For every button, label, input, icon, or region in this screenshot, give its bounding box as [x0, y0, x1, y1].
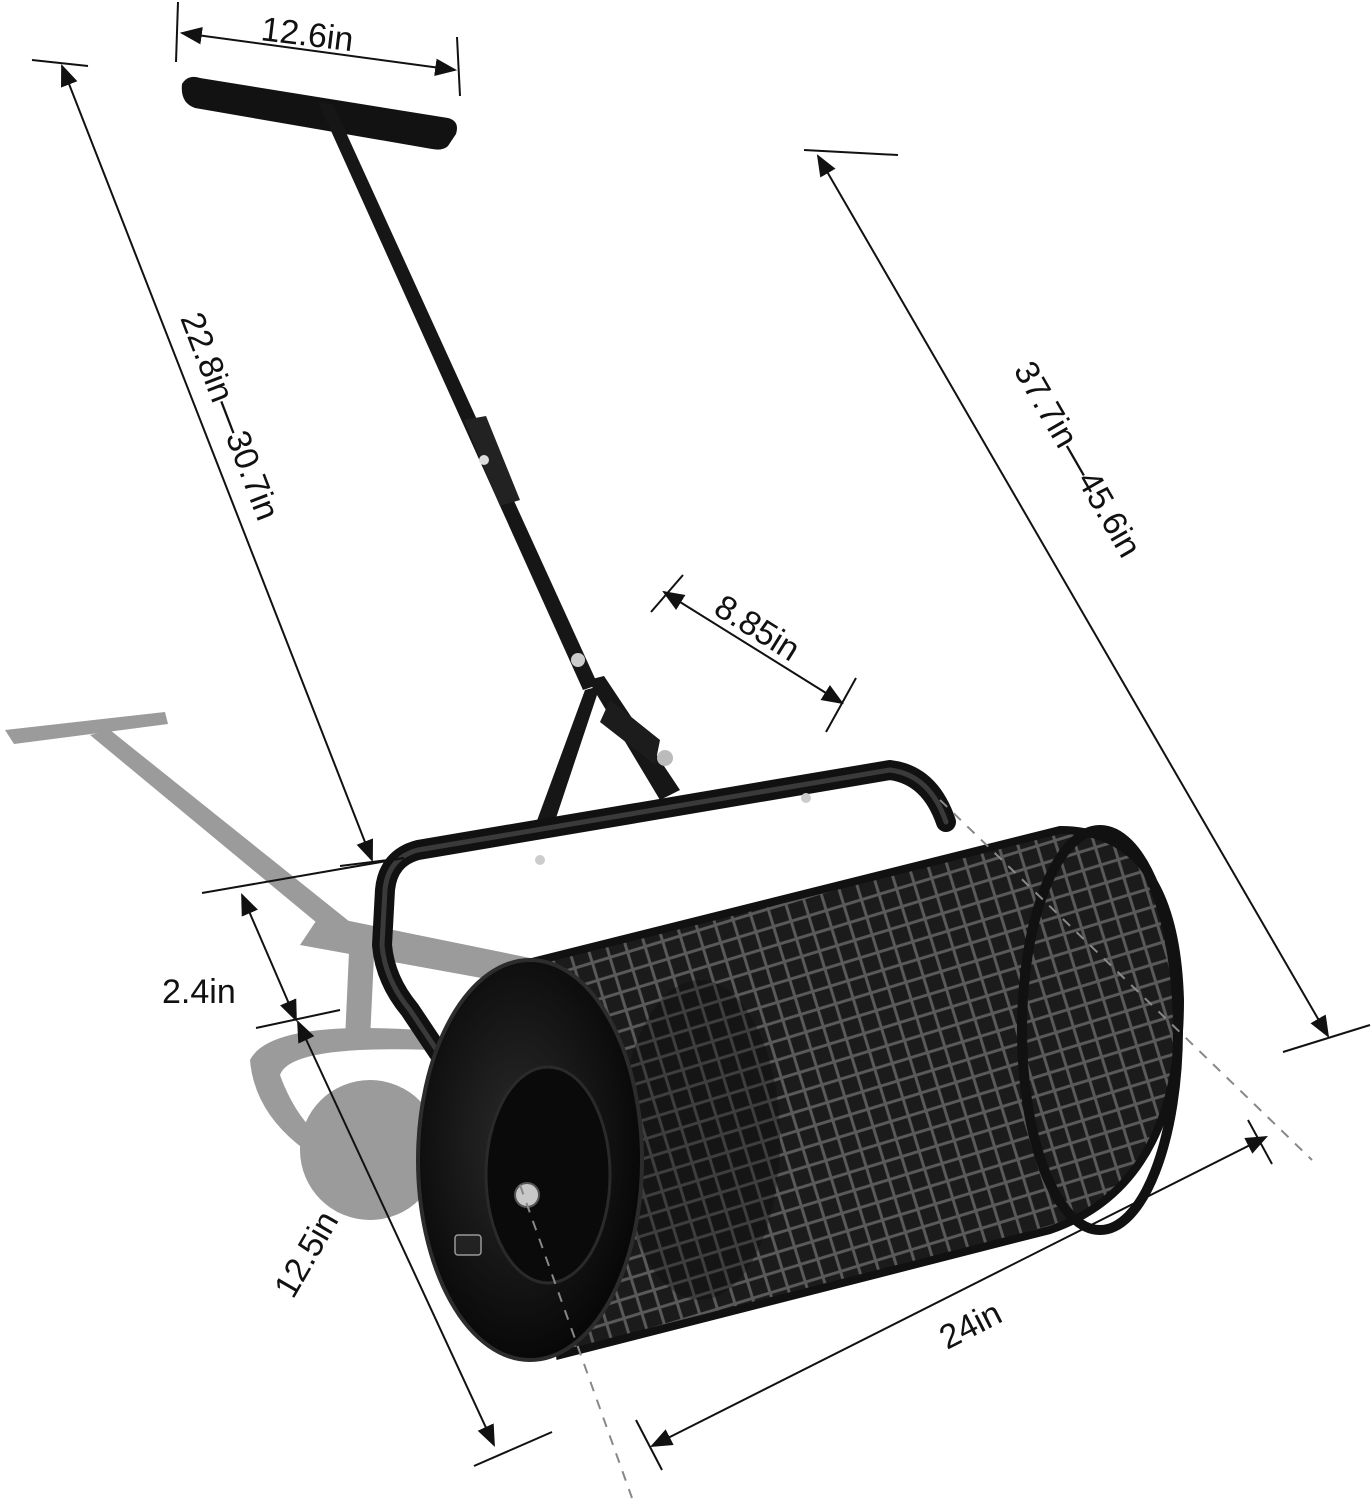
handle-assembly [181, 76, 680, 830]
label-total-height: 37.7in—45.6in [1006, 355, 1149, 564]
label-handle-width: 12.6in [259, 10, 356, 59]
drum-end-disc [416, 958, 644, 1362]
handle-shaft [318, 102, 598, 690]
label-drum-diameter: 12.5in [267, 1205, 346, 1304]
label-drum-length: 24in [933, 1294, 1008, 1357]
t-grip [181, 76, 457, 150]
label-clearance: 2.4in [162, 973, 236, 1011]
left-leg [535, 686, 600, 830]
label-frame-width: 8.85in [708, 588, 807, 669]
dimension-lines [31, 1, 1371, 1471]
